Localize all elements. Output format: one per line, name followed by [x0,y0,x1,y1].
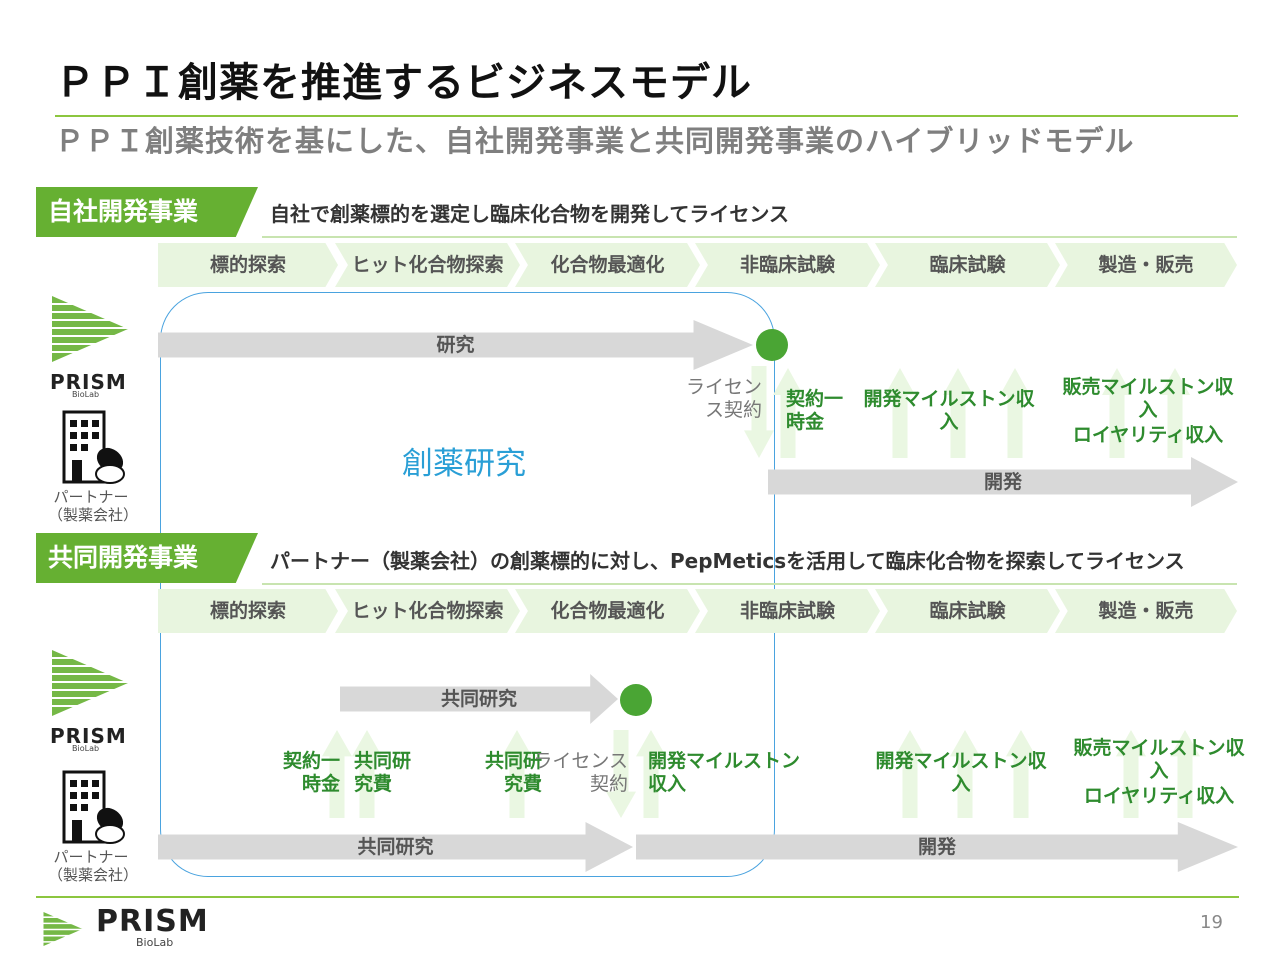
section1-stage: 標的探索 [158,243,338,287]
section1-divider [262,236,1237,238]
development-arrow: 開発 [768,457,1238,507]
drug-discovery-research-label: 創薬研究 [402,446,526,482]
section2-license-label: ライセンス契約 [533,750,628,795]
prism-wordmark: PRISM [50,370,127,394]
building-icon [58,768,128,850]
section2-divider [262,583,1237,585]
section2-dev-milestone-2: 開発マイルストン収入 [875,750,1047,795]
section1-stage: 製造・販売 [1055,243,1237,287]
footer-divider [36,896,1239,898]
page-subtitle: ＰＰＩ創薬技術を基にした、自社開発事業と共同開発事業のハイブリッドモデル [55,124,1135,158]
section1-license-label: ライセンス契約 [685,376,762,421]
section2-dev-milestone-1: 開発マイルストン収入 [648,750,801,795]
section1-sales-milestone: 販売マイルストン収入 [1062,376,1234,421]
title-divider [55,115,1238,117]
section1-dev-milestone: 開発マイルストン収入 [863,388,1035,433]
prism-logo-icon [40,910,86,952]
partner-label: パートナー（製薬会社） [48,488,139,524]
pill-icon [95,807,125,844]
prism-wordmark: PRISM [50,724,127,748]
section2-sales-milestone: 販売マイルストン収入 [1073,737,1245,782]
license-point-dot [756,329,788,361]
section1-royalty: ロイヤリティ収入 [1072,424,1224,446]
section1-upfront: 契約一時金 [786,388,844,433]
section1-stage: 臨床試験 [875,243,1060,287]
pill-icon [95,447,125,484]
section2-stage: 標的探索 [158,589,338,633]
section2-joint-cost: 共同研究費 [354,750,412,795]
prism-sub: BioLab [72,744,100,753]
section2-description: パートナー（製薬会社）の創薬標的に対し、PepMeticsを活用して臨床化合物を… [270,549,1185,573]
prism-logo-icon [48,292,132,370]
section2-upfront: 契約一時金 [282,750,340,795]
partner-label: パートナー（製薬会社） [48,848,139,884]
section2-stage: 臨床試験 [875,589,1060,633]
page-title: ＰＰＩ創薬を推進するビジネスモデル [55,60,752,106]
section1-description: 自社で創薬標的を選定し臨床化合物を開発してライセンス [270,202,789,226]
section2-royalty: ロイヤリティ収入 [1083,785,1235,807]
prism-logo-icon [48,646,132,724]
prism-sub: BioLab [72,390,100,399]
footer-prism-wordmark: PRISM [96,904,209,939]
section2-joint-cost-2: 共同研究費 [484,750,542,795]
section2-stage: ヒット化合物探索 [335,589,520,633]
section2-stage: 化合物最適化 [515,589,700,633]
footer-prism-sub: BioLab [136,936,174,949]
page-number: 19 [1200,912,1223,933]
section2-stage: 非臨床試験 [695,589,880,633]
building-icon [58,408,128,490]
section2-tag: 共同開発事業 [36,533,258,583]
license-point-dot [620,684,652,716]
section1-stage: 化合物最適化 [515,243,700,287]
section1-stage: ヒット化合物探索 [335,243,520,287]
section1-stage: 非臨床試験 [695,243,880,287]
section1-tag: 自社開発事業 [36,187,258,237]
section2-stage: 製造・販売 [1055,589,1237,633]
